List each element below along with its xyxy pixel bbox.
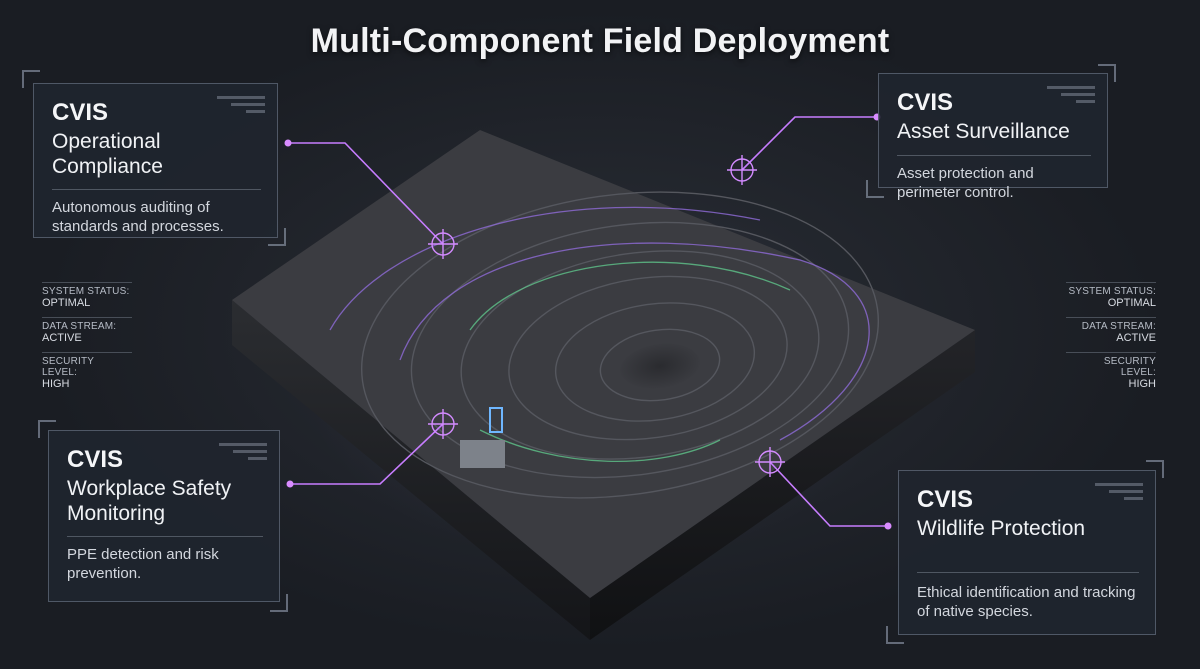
panel-heading: Operational Compliance [52,130,163,178]
panel-asset-surveillance: CVIS Asset Surveillance Asset protection… [878,73,1108,201]
status-value: ACTIVE [1116,332,1156,344]
panel-brand: CVIS [52,99,109,126]
corner-bracket [38,420,56,438]
panel-brand: CVIS [67,446,124,473]
status-value: ACTIVE [42,332,82,344]
corner-bracket [1146,460,1164,478]
status-item: SYSTEM STATUS: OPTIMAL [42,282,132,309]
panel-description: Autonomous auditing of standards and pro… [52,198,224,236]
corner-bracket [270,594,288,612]
status-item: DATA STREAM: ACTIVE [1066,317,1156,344]
divider [52,188,261,190]
divider [917,571,1139,573]
panel-description: Ethical identification and tracking of n… [917,583,1136,621]
status-item: SYSTEM STATUS: OPTIMAL [1066,282,1156,309]
panel-decoration [217,96,265,117]
divider [897,154,1091,156]
panel-description: PPE detection and risk prevention. [67,545,219,583]
status-value: HIGH [42,378,70,390]
corner-bracket [22,70,40,88]
panel-wildlife-protection: CVIS Wildlife Protection Ethical identif… [898,470,1156,635]
panel-heading: Workplace Safety Monitoring [67,477,232,525]
corner-bracket [1098,64,1116,82]
status-item: SECURITY LEVEL: HIGH [42,352,132,390]
panel-workplace-safety: CVIS Workplace Safety Monitoring PPE det… [48,430,280,602]
panel-brand: CVIS [917,486,974,513]
status-value: OPTIMAL [1107,297,1156,309]
corner-bracket [886,626,904,644]
panel-description: Asset protection and perimeter control. [897,164,1034,202]
panel-decoration [1047,86,1095,107]
page-title: Multi-Component Field Deployment [310,22,890,60]
status-item: DATA STREAM: ACTIVE [42,317,132,344]
panel-decoration [219,443,267,464]
panel-decoration [1095,483,1143,504]
corner-bracket [268,228,286,246]
corner-bracket [866,180,884,198]
status-item: SECURITY LEVEL: HIGH [1066,352,1156,390]
panel-heading: Wildlife Protection [917,517,1086,541]
status-panel-left: SYSTEM STATUS: OPTIMAL DATA STREAM: ACTI… [42,282,132,398]
panel-operational-compliance: CVIS Operational Compliance Autonomous a… [33,83,278,238]
panel-brand: CVIS [897,89,954,116]
status-value: OPTIMAL [42,297,91,309]
panel-heading: Asset Surveillance [897,120,1070,144]
status-value: HIGH [1128,378,1157,390]
divider [67,535,263,537]
status-panel-right: SYSTEM STATUS: OPTIMAL DATA STREAM: ACTI… [1066,282,1156,398]
